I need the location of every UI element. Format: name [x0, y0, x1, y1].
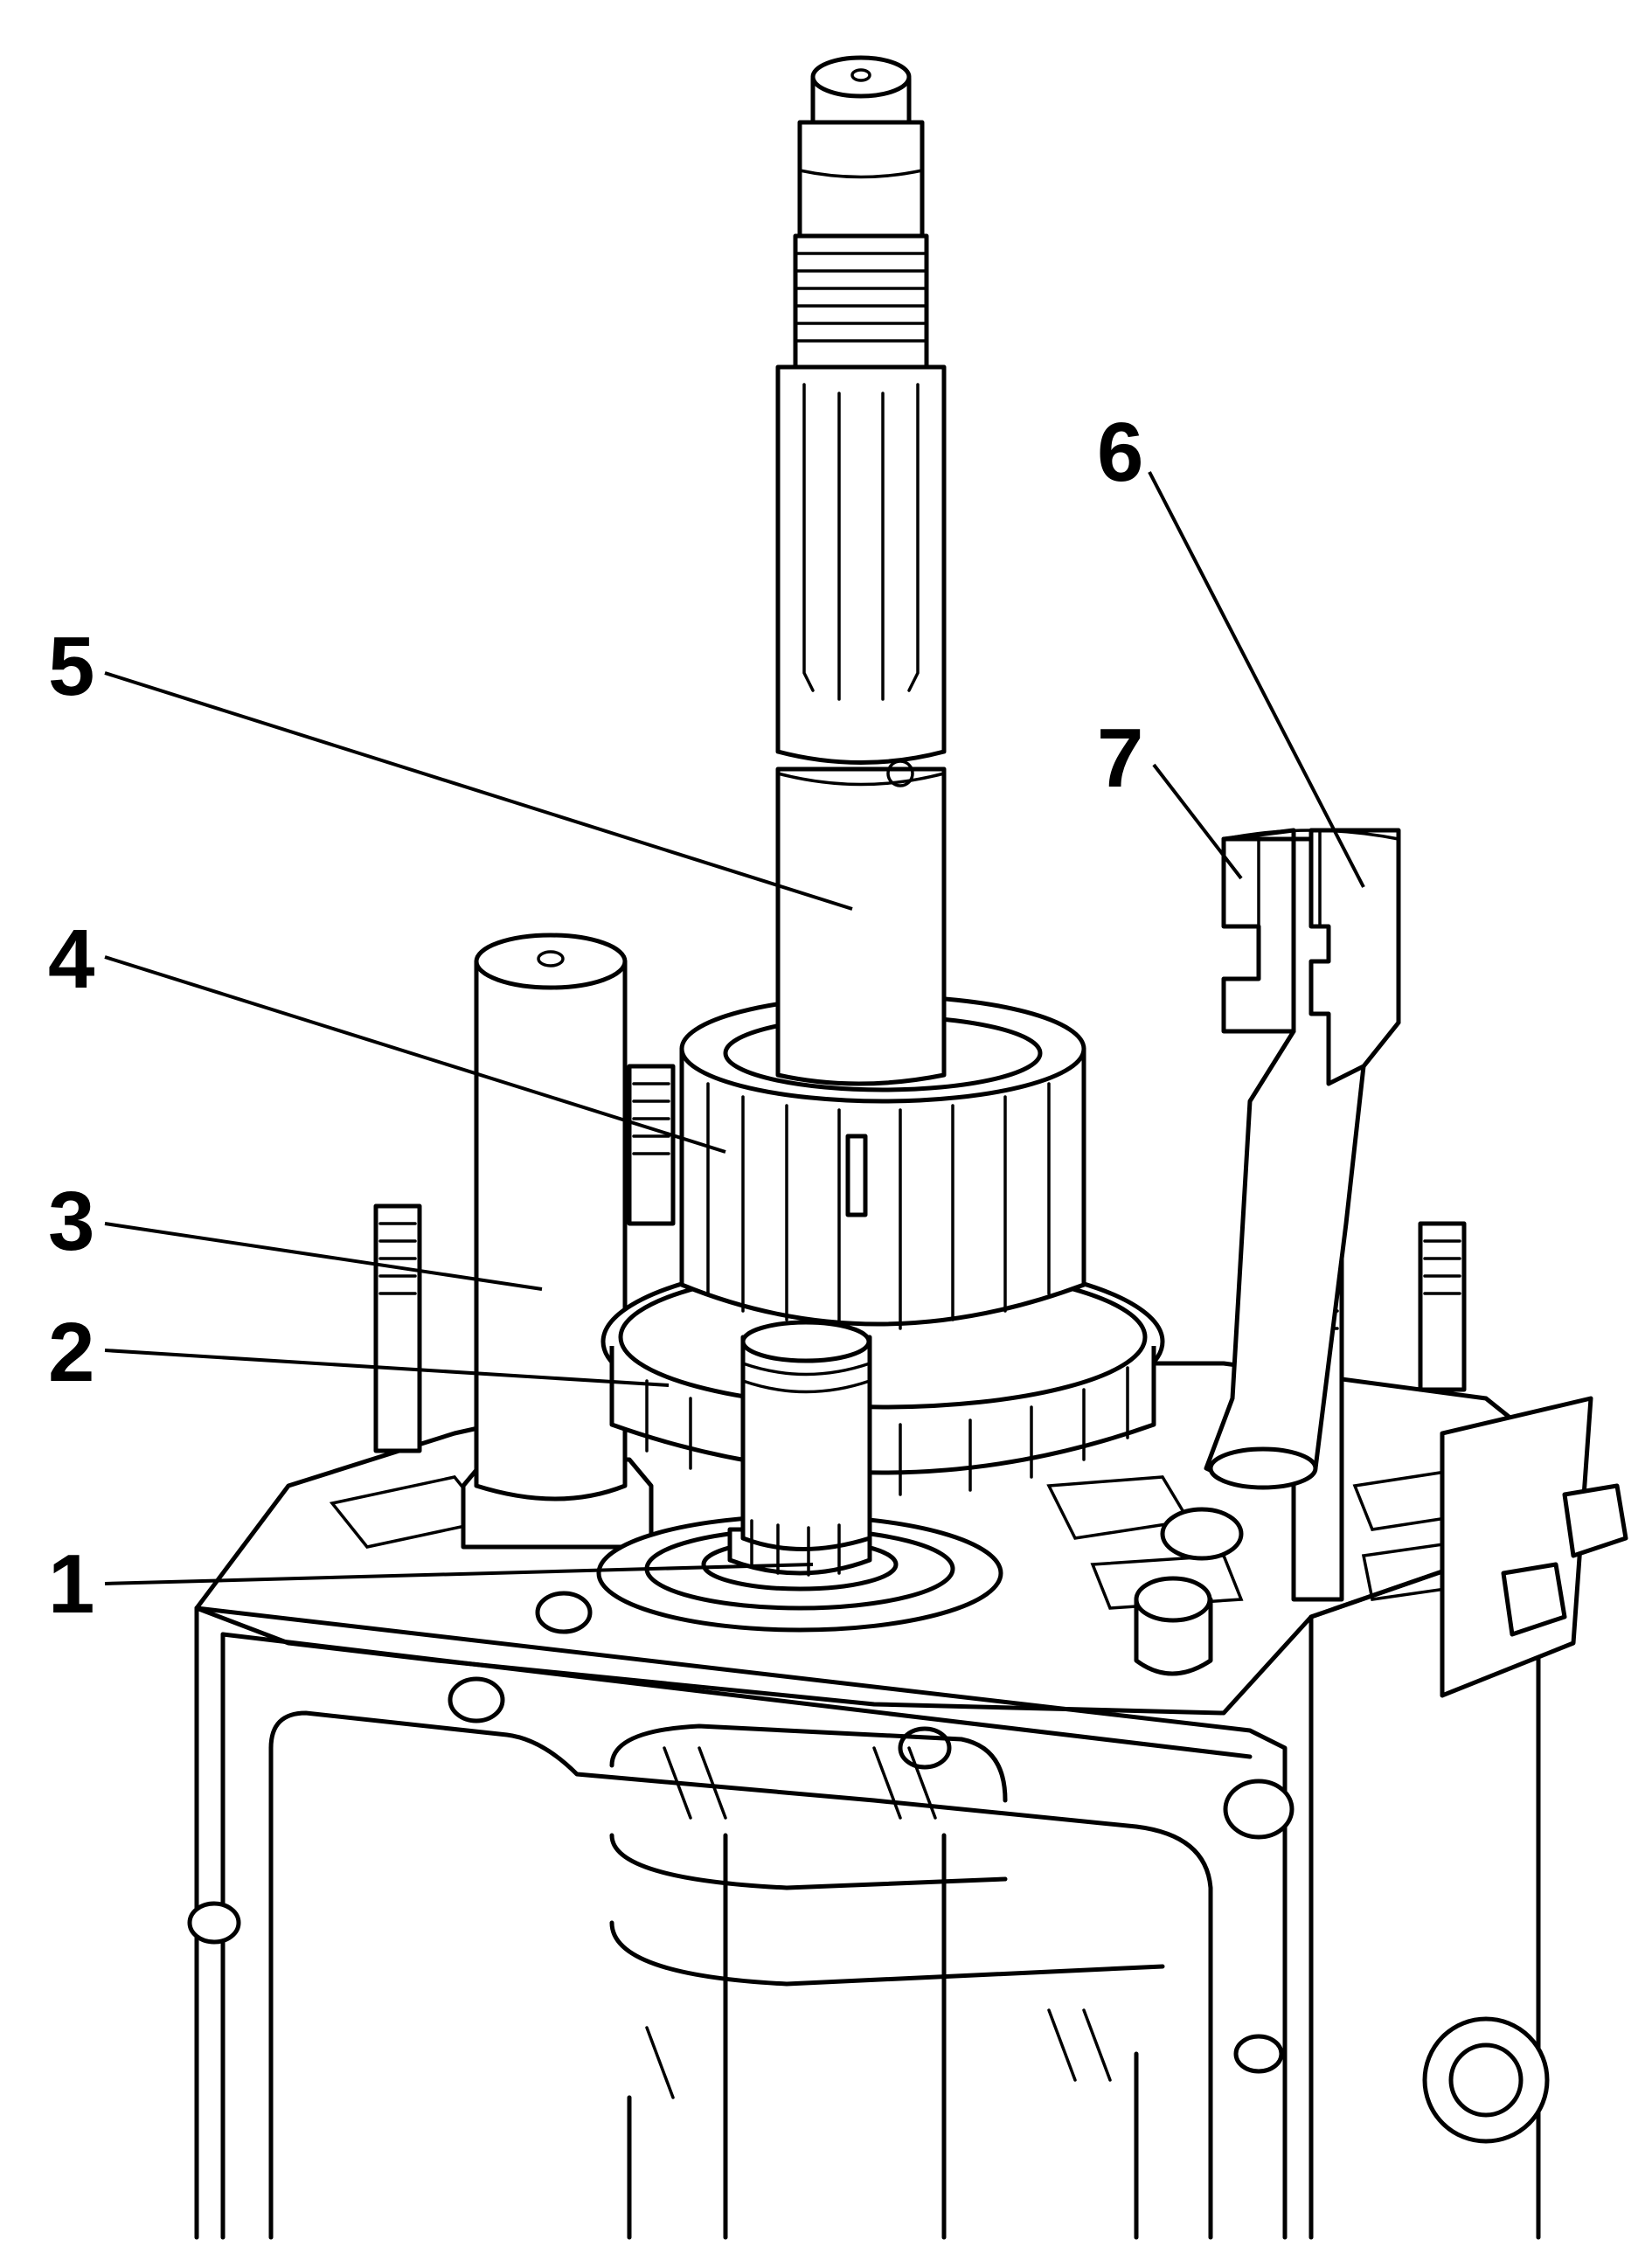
- callout-7: 7: [1097, 711, 1143, 805]
- pin-part-3: [461, 933, 654, 1550]
- callout-2: 2: [48, 1306, 94, 1399]
- lower-gear-cluster: [609, 1723, 1165, 2240]
- leader-4: [104, 955, 726, 1154]
- selector-fork-parts-6-7: [1204, 828, 1401, 1490]
- callout-leaders: [104, 471, 1365, 1585]
- leader-3: [104, 1222, 543, 1291]
- callout-1: 1: [48, 1537, 94, 1631]
- hub-part-1: [596, 1320, 1003, 1633]
- callout-5: 5: [48, 620, 94, 713]
- callout-numbers: 1 2 3 4 5 6 7: [48, 406, 1143, 1631]
- shaft-part-5: [775, 55, 947, 1086]
- leader-1: [104, 1563, 814, 1585]
- callout-3: 3: [48, 1175, 94, 1268]
- leader-5: [104, 671, 853, 911]
- leader-7: [1152, 763, 1243, 880]
- callout-6: 6: [1097, 406, 1143, 499]
- gearbox-housing: [187, 1361, 1628, 2240]
- leader-6: [1148, 471, 1365, 888]
- leader-2: [104, 1349, 670, 1387]
- callout-4: 4: [48, 912, 94, 1006]
